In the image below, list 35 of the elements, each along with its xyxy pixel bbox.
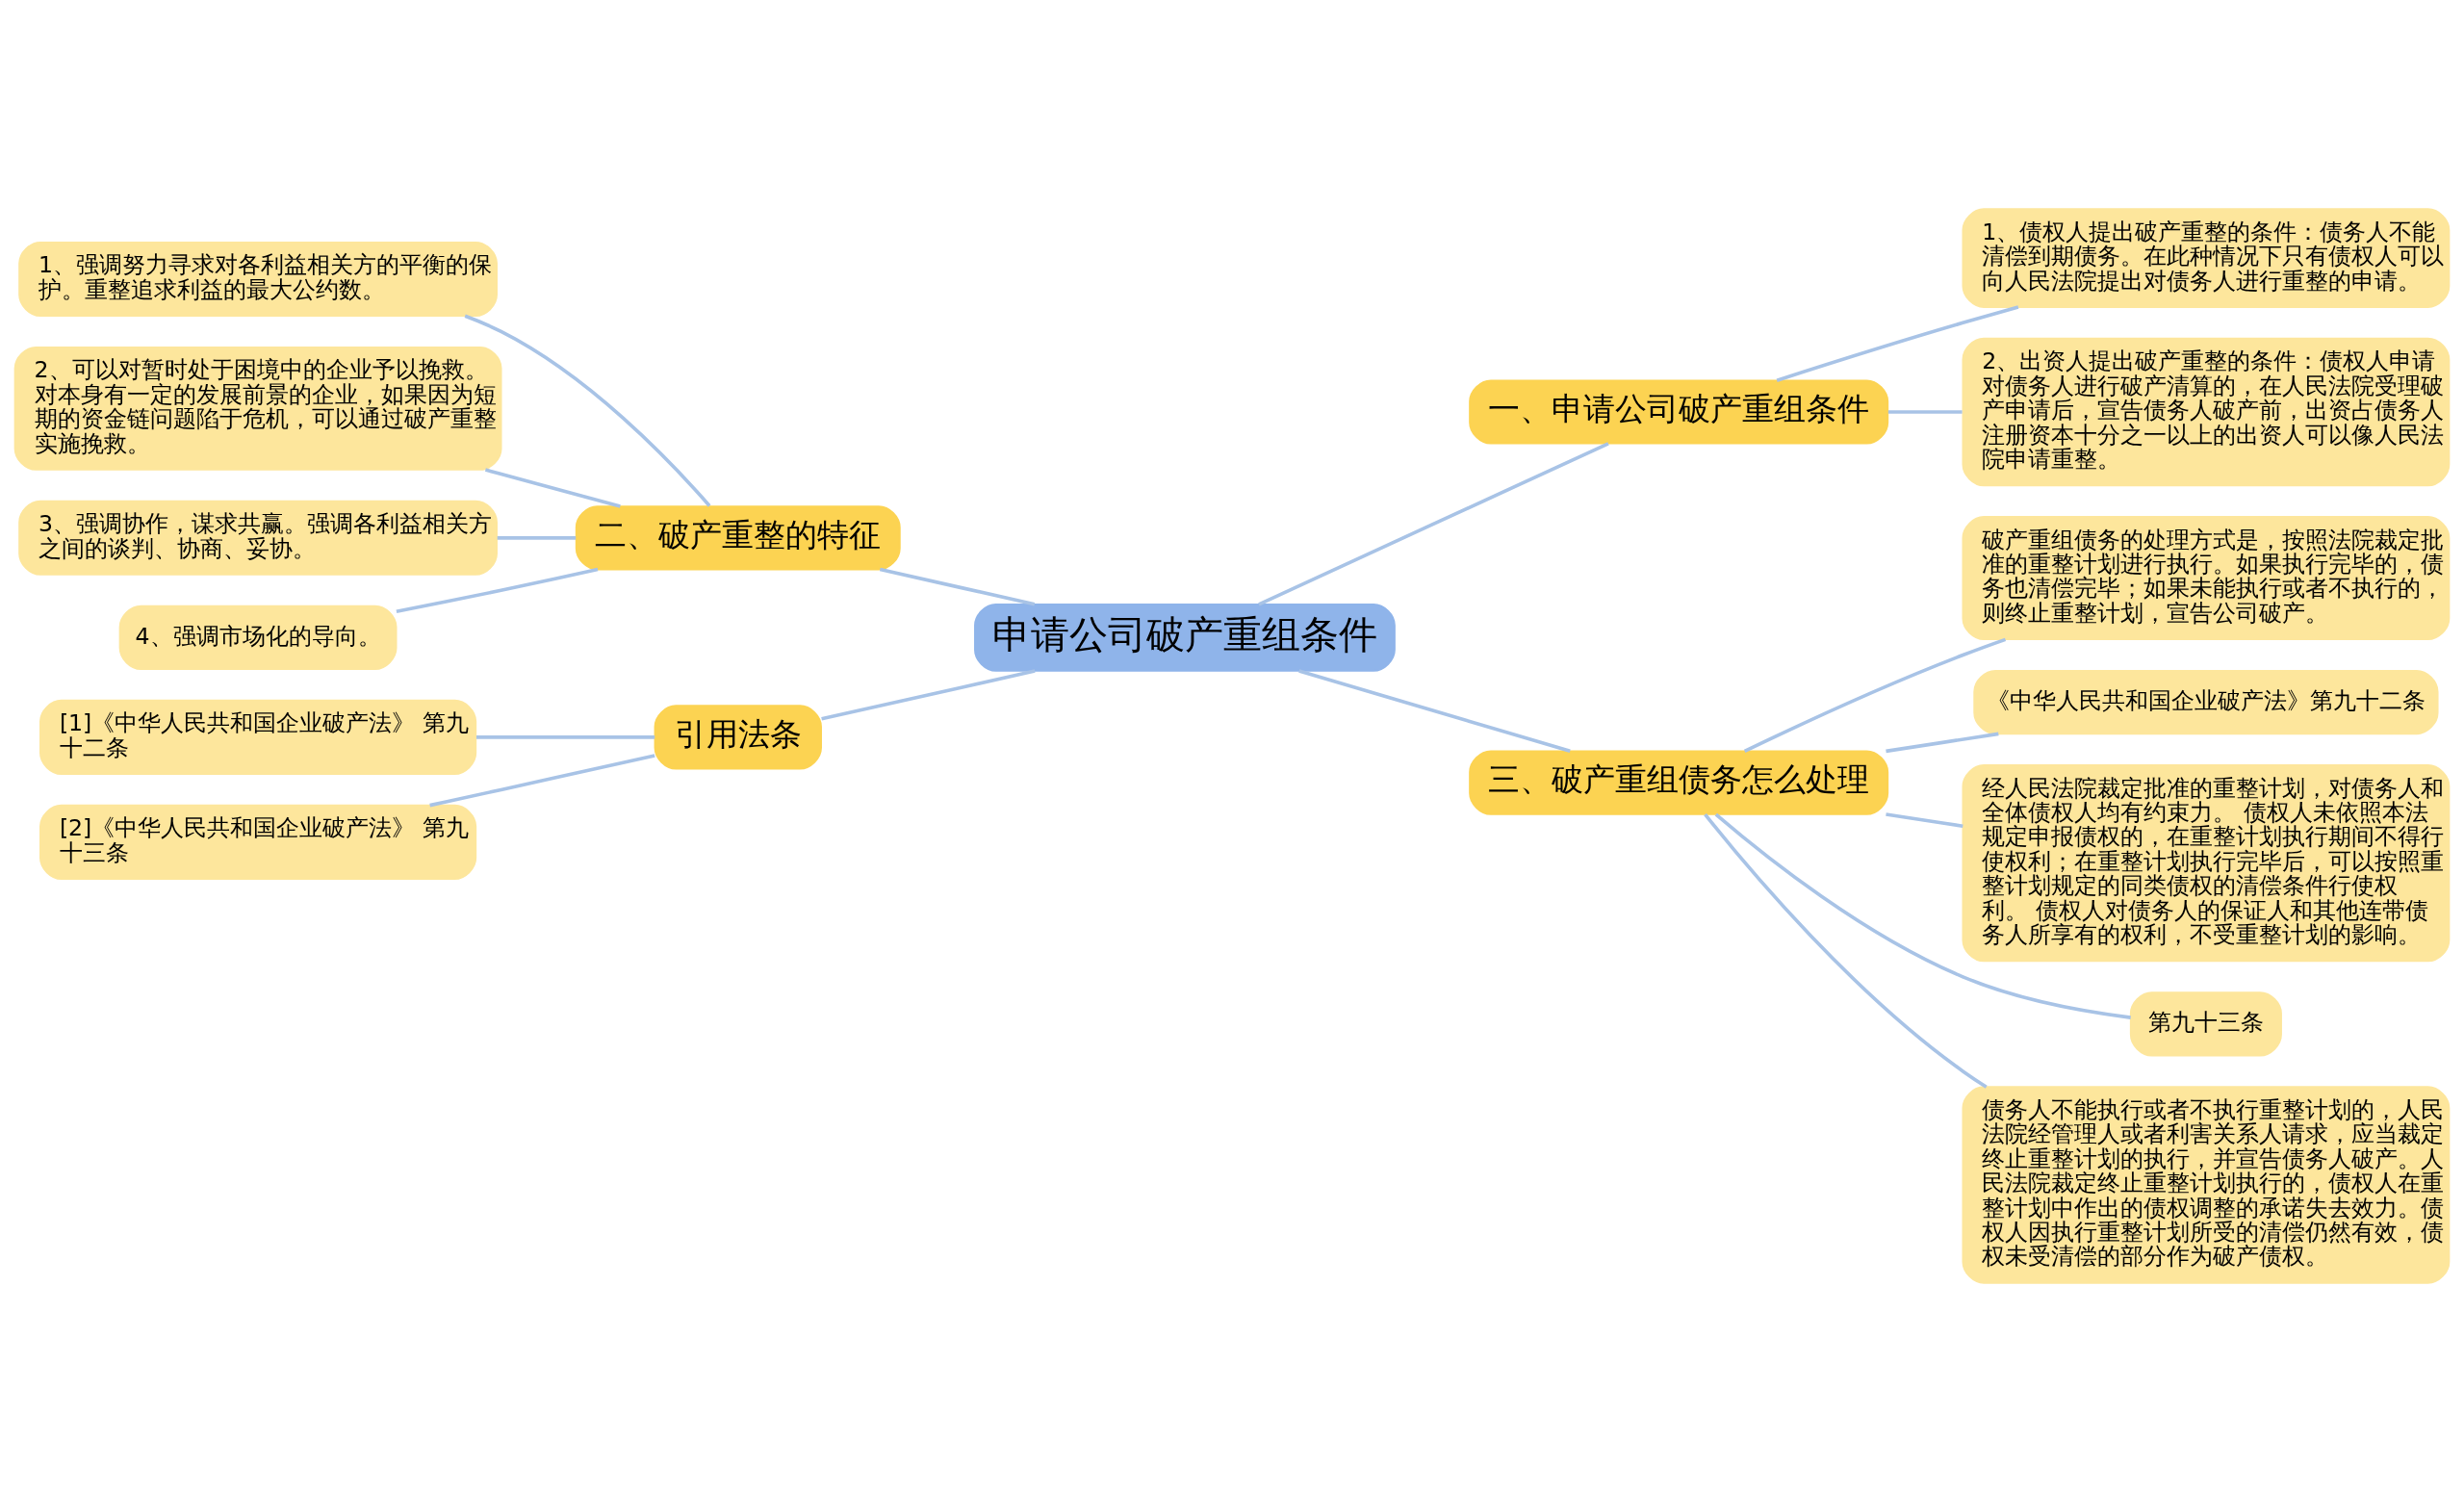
connector xyxy=(1886,812,1964,828)
node-box: 一、申请公司破产重组条件 xyxy=(1469,379,1889,445)
connector xyxy=(497,536,577,540)
node-box: 1、强调努力寻求对各利益相关方的平衡的保护。重整追求利益的最大公约数。 xyxy=(18,241,498,317)
node-box: 三、破产重组债务怎么处理 xyxy=(1469,750,1889,815)
node-box: 第九十三条 xyxy=(2129,991,2282,1057)
connector xyxy=(1714,812,2131,1019)
connector xyxy=(1298,669,1571,753)
connector xyxy=(1887,410,1963,414)
node-box: 3、强调协作，谋求共赢。强调各利益相关方之间的谈判、协商、妥协。 xyxy=(18,500,498,576)
connector xyxy=(484,468,621,508)
connector xyxy=(1258,442,1609,606)
node-box: 1、债权人提出破产重整的条件：债务人不能清偿到期债务。在此种情况下只有债权人可以向人民法院提出对债务人进行重整的申请。 xyxy=(1962,208,2451,308)
connector xyxy=(476,735,655,739)
node-box: 破产重组债务的处理方式是，按照法院裁定批准的重整计划进行执行。如果执行完毕的，债务也清偿完毕；如果未能执行或者不执行的，则终止重整计划，宣告公司破产。 xyxy=(1962,516,2451,641)
node-box: 4、强调市场化的导向。 xyxy=(118,605,398,670)
connector xyxy=(821,669,1036,721)
connector xyxy=(1776,305,2019,382)
connector xyxy=(1886,732,1999,754)
node-box: 引用法条 xyxy=(654,705,822,770)
node-box: 债务人不能执行或者不执行重整计划的，人民法院经管理人或者利害关系人请求，应当裁定终止重整计划的执行，并宣告债务人破产。人民法院裁定终止重整计划执行的，债权人在重整计划中作出的债权调整的承诺失去效力。债权人因执行重整计划所受的清偿仍然有效，债权未受清偿的部分作为破产债权。 xyxy=(1962,1086,2451,1284)
connector xyxy=(464,314,711,507)
connector xyxy=(1704,813,1988,1089)
connector xyxy=(879,567,1036,606)
node-box: 2、可以对暂时处于困境中的企业予以挽救。对本身有一定的发展前景的企业，如果因为短期的资金链问题陷于危机，可以通过破产重整实施挽救。 xyxy=(13,346,502,471)
node-box: 申请公司破产重组条件 xyxy=(974,603,1396,672)
connector xyxy=(1743,637,2007,753)
connector xyxy=(396,567,599,614)
node-box: [2]《中华人民共和国企业破产法》 第九十三条 xyxy=(39,804,477,880)
node-box: [1]《中华人民共和国企业破产法》 第九十二条 xyxy=(39,699,477,775)
node-box: 经人民法院裁定批准的重整计划，对债务人和全体债权人均有约束力。 债权人未依照本法规定申报债权的，在重整计划执行期间不得行使权利；在重整计划执行完毕后，可以按照重整计划规定的同类债权的清偿条件行使权利。 债权人对债务人的保证人和其他连带债务人所享有的权利，不受重整计划的影响。 xyxy=(1962,764,2451,963)
connector xyxy=(429,754,655,808)
node-box: 《中华人民共和国企业破产法》第九十二条 xyxy=(1973,669,2439,735)
node-box: 二、破产重整的特征 xyxy=(575,505,901,571)
node-box: 2、出资人提出破产重整的条件：债权人申请对债务人进行破产清算的，在人民法院受理破产申请后，宣告债务人破产前，出资占债务人注册资本十分之一以上的出资人可以像人民法院申请重整。 xyxy=(1962,337,2451,487)
